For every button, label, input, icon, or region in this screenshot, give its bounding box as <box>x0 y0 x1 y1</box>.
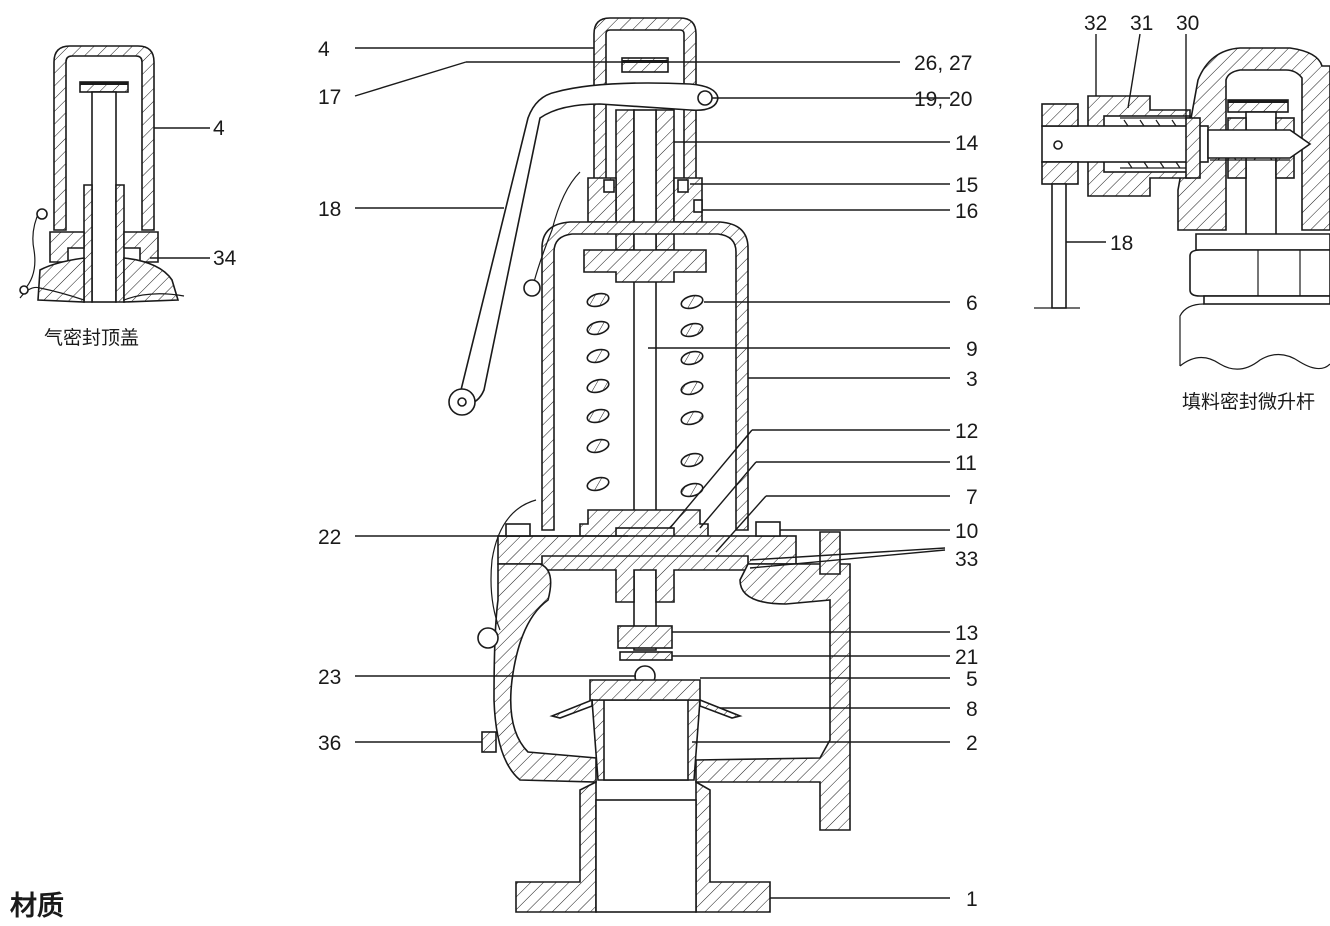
label-3: 3 <box>966 368 978 391</box>
label-1: 1 <box>966 888 978 911</box>
label-17: 17 <box>318 86 341 109</box>
label-5: 5 <box>966 668 978 691</box>
label-11: 11 <box>955 452 977 475</box>
label-12: 12 <box>955 420 978 443</box>
label-18: 18 <box>318 198 341 221</box>
inset-right-label-32: 32 <box>1084 12 1107 35</box>
label-4: 4 <box>318 38 330 61</box>
label-6: 6 <box>966 292 978 315</box>
caption-gas-tight-cap: 气密封顶盖 <box>44 327 139 349</box>
label-16: 16 <box>955 200 978 223</box>
label-22: 22 <box>318 526 341 549</box>
label-2: 2 <box>966 732 978 755</box>
inset-right-label-30: 30 <box>1176 12 1199 35</box>
spring-coils <box>586 292 704 498</box>
label-9: 9 <box>966 338 978 361</box>
inset-packed-lever: 32 31 30 18 <box>1034 12 1330 370</box>
main-labels-left: 4 17 18 22 23 36 <box>318 38 341 755</box>
inset-left-label-34: 34 <box>213 247 237 270</box>
label-23: 23 <box>318 666 341 689</box>
main-valve-section <box>354 17 950 913</box>
main-labels-right: 26, 27 19, 20 14 15 16 6 9 3 12 11 7 10 … <box>914 52 979 911</box>
label-21: 21 <box>955 646 978 669</box>
caption-packed-lever: 填料密封微升杆 <box>1182 391 1315 413</box>
label-33: 33 <box>955 548 978 571</box>
inset-gas-tight-cap: 4 34 <box>19 45 237 303</box>
label-13: 13 <box>955 622 978 645</box>
inset-left-label-4: 4 <box>213 117 225 140</box>
materials-heading: 材质 <box>10 891 64 922</box>
label-36: 36 <box>318 732 341 755</box>
label-7: 7 <box>966 486 978 509</box>
label-14: 14 <box>955 132 979 155</box>
label-15: 15 <box>955 174 978 197</box>
label-19-20: 19, 20 <box>914 88 972 111</box>
label-26-27: 26, 27 <box>914 52 972 75</box>
inset-right-label-18: 18 <box>1110 232 1133 255</box>
inset-right-label-31: 31 <box>1130 12 1153 35</box>
label-10: 10 <box>955 520 978 543</box>
label-8: 8 <box>966 698 978 721</box>
